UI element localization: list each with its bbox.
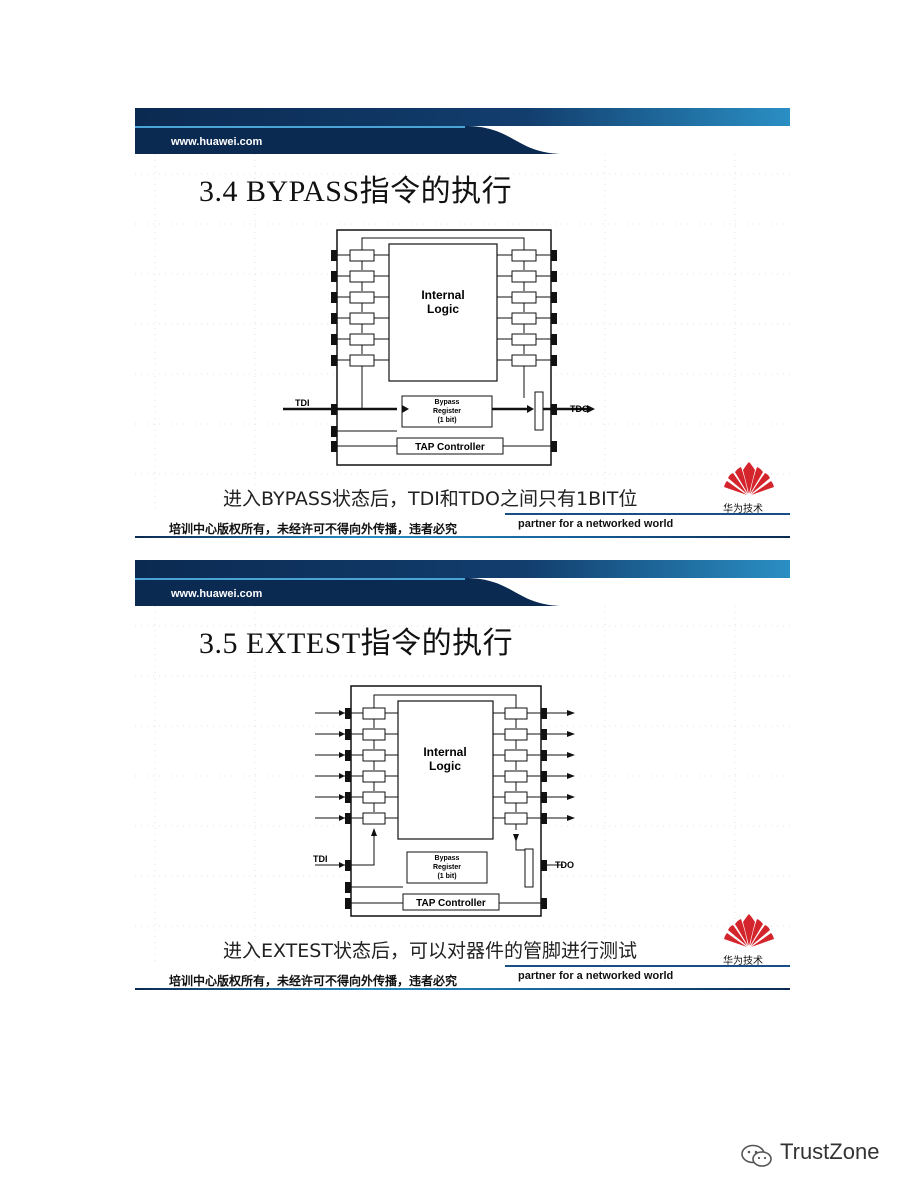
internal-logic-label-2: Logic	[429, 759, 461, 773]
internal-logic-label: Internal	[421, 288, 464, 302]
internal-logic-label: Internal	[423, 745, 466, 759]
footer-band	[135, 536, 790, 538]
right-pins	[541, 708, 547, 909]
tdo-label: TDO	[570, 404, 589, 414]
slide-extest: www.huawei.com 3.5 EXTEST指令的执行	[135, 560, 790, 990]
tdi-label: TDI	[313, 854, 328, 864]
slide-title: 3.5 EXTEST指令的执行	[199, 627, 514, 660]
bypass-diagram: Internal Logic Bypass Register (1 bit) T…	[283, 229, 595, 466]
tap-controller-label: TAP Controller	[416, 898, 486, 909]
footer-slogan: partner for a networked world	[518, 970, 674, 982]
footer-band	[135, 988, 790, 990]
wechat-icon	[741, 1144, 772, 1167]
bypass-register-label: Bypass	[435, 855, 460, 862]
tap-controller-box	[402, 893, 500, 911]
left-pins	[331, 250, 337, 452]
footer-copyright: 培训中心版权所有，未经许可不得向外传播，违者必究	[169, 522, 458, 536]
left-pins	[345, 708, 351, 909]
bypass-register-label-2: Register	[433, 864, 461, 871]
watermark-text: TrustZone	[780, 1139, 880, 1164]
slide-title: 3.4 BYPASS指令的执行	[199, 175, 513, 208]
internal-logic-box	[397, 700, 494, 840]
grid-background	[135, 606, 790, 966]
huawei-logo-icon	[724, 462, 774, 495]
footer-divider	[505, 965, 790, 967]
internal-logic-label-2: Logic	[427, 302, 459, 316]
header-band	[135, 108, 790, 154]
site-url[interactable]: www.huawei.com	[171, 588, 263, 600]
left-boundary-cells	[349, 249, 375, 367]
footer-divider	[505, 513, 790, 515]
internal-logic-box	[388, 243, 498, 382]
slide-caption: 进入BYPASS状态后，TDI和TDO之间只有1BIT位	[223, 488, 638, 510]
slide-bypass: www.huawei.com 3.4 BYPASS指令的执行	[135, 108, 790, 538]
bypass-register-label-2: Register	[433, 408, 461, 415]
right-pins	[551, 250, 557, 452]
right-boundary-cells	[511, 249, 537, 367]
extest-diagram: Internal Logic Bypass Register (1 bit) T…	[313, 685, 575, 917]
bypass-register-box	[401, 395, 493, 428]
footer-copyright: 培训中心版权所有，未经许可不得向外传播，违者必究	[169, 974, 458, 988]
site-url[interactable]: www.huawei.com	[171, 136, 263, 148]
right-boundary-cells	[504, 707, 528, 825]
tdi-label: TDI	[295, 398, 310, 408]
slide-caption: 进入EXTEST状态后，可以对器件的管脚进行测试	[223, 940, 637, 962]
bypass-register-label-3: (1 bit)	[437, 417, 456, 424]
bypass-register-label: Bypass	[435, 399, 460, 406]
logo-text: 华为技术	[723, 956, 763, 967]
tap-controller-box	[396, 437, 504, 455]
footer-slogan: partner for a networked world	[518, 518, 674, 530]
logo-text: 华为技术	[723, 504, 763, 515]
output-mux	[524, 848, 534, 888]
grid-background	[135, 154, 790, 514]
bypass-register-label-3: (1 bit)	[437, 873, 456, 880]
bypass-register-box	[406, 851, 488, 884]
tdo-label: TDO	[555, 860, 574, 870]
header-band	[135, 560, 790, 606]
tap-controller-label: TAP Controller	[415, 442, 485, 453]
huawei-logo-icon	[724, 914, 774, 947]
output-mux	[534, 391, 544, 431]
left-boundary-cells	[362, 707, 386, 825]
